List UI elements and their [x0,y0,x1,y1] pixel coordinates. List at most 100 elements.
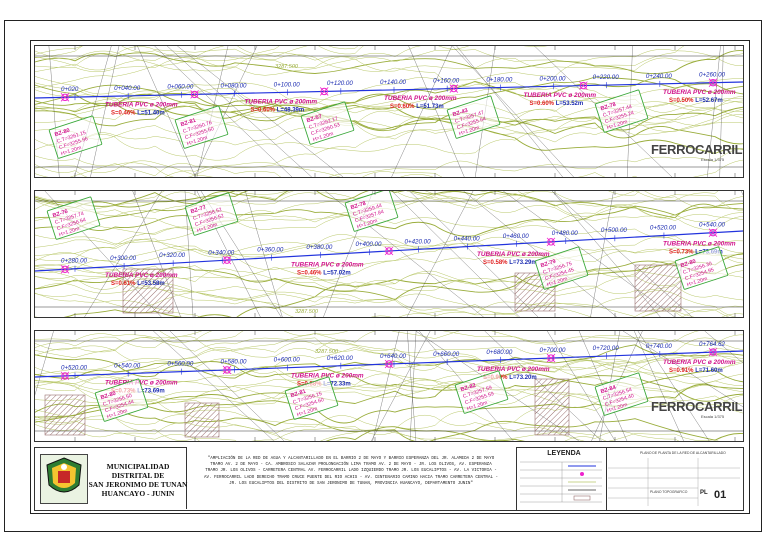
lot-line [154,46,293,177]
lot-line [90,46,120,177]
contour-line [35,191,500,209]
manhole-data-box: BZ-80C.T=3256.30C.F=3254.95H=1.20m [674,246,729,290]
contour-line [35,337,743,373]
manhole-marker [384,246,394,256]
chainage-label: 0+480.00 [552,230,579,237]
contour-line [35,344,743,379]
hatched-lot [44,394,86,436]
contour-line [35,331,699,384]
chainage-label: 0+580.00 [221,359,248,366]
plano-data-grid [608,458,740,506]
slope-length-label: S=0.58% L=73.29m [483,260,537,266]
municipality-line-1: MUNICIPALIDAD DISTRITAL DE [106,462,170,480]
manhole-data-box: BZ-78C.T=3257.44C.F=3255.24H=1.20m [594,89,649,133]
contour-line [35,191,743,217]
manhole-id: BZ-57 [306,114,323,125]
chainage-label: 0+180.00 [486,76,513,83]
contour-line [35,46,743,89]
description-line: TRAMO JR. LOS OLIVOS - CARRETERA CENTRAL… [205,469,497,474]
lot-line [704,331,743,364]
tuberia-label: TUBERIA PVC ø 200mm [477,366,550,373]
manhole-id: BZ-81 [290,389,307,400]
contour-line [35,76,743,116]
lot-line [407,331,417,441]
inner-frame [30,40,750,514]
manhole-id: BZ-80 [680,259,697,270]
lot-line [719,46,724,177]
manhole-marker [449,84,459,93]
chainage-label: 0+340.00 [208,249,235,256]
chainage-label: 0+400.00 [355,241,382,248]
manhole-marker [319,87,329,96]
contour-line [35,191,405,230]
chainage-label: 0+540.00 [114,363,141,370]
tuberia-label: TUBERIA PVC ø 200mm [291,262,364,269]
manhole-id: BZ-80 [100,391,117,402]
manhole-marker [384,359,394,369]
contour-label: 3287.500 [315,349,339,355]
lot-line [707,46,721,177]
lot-line [372,331,400,441]
chainage-label: 0+120.00 [327,80,354,87]
chainage-label: 0+280.00 [61,258,88,265]
chainage-label: 0+200.00 [540,75,567,82]
sewer-pipe-line [35,81,743,99]
chainage-label: 0+600.00 [274,357,301,364]
chainage-label: 0+320.00 [159,252,186,259]
chainage-label: 0+660.00 [433,351,460,358]
chainage-label: 0+040.00 [114,85,141,92]
project-description: "AMPLIACIÓN DE LA RED DE AGUA Y ALCANTAR… [192,456,510,487]
municipality-line-2: SAN JERONIMO DE TUNAN [88,480,188,489]
lot-line [452,46,574,177]
tuberia-label: TUBERIA PVC ø 200mm [524,92,597,99]
municipality-line-3: HUANCAYO - JUNIN [101,489,175,498]
lot-line [169,331,285,441]
chainage-label: 0+460.00 [503,233,530,240]
chainage-label: 0+520.00 [650,224,677,231]
manhole-data-box: BZ-43C.T=3257.47C.F=3255.64H=1.20m [446,95,501,139]
lot-line [177,46,344,177]
title-block-plano-cell [606,447,744,511]
chainage-label: 0+220.00 [593,74,620,81]
grid-ticks [74,331,736,441]
chainage-label: 0+240.00 [646,73,673,80]
contour-line [35,148,743,177]
slope-length-label: S=0.46% L=57.02m [297,271,351,277]
chainage-label: 0+720.00 [593,345,620,352]
manhole-marker [190,90,199,99]
chainage-label: 0+300.00 [110,255,137,262]
lot-line [74,46,112,177]
chainage-label: 0+740.00 [646,343,673,350]
contour-label: 3287.500 [295,309,319,315]
chainage-label: 0+640.00 [380,353,407,360]
chainage-label: 0+420.00 [405,238,432,245]
manhole-data-box: BZ-80C.T=3256.50C.F=3254.44H=1.20m [94,378,149,422]
contour-label: 3287.500 [275,64,299,70]
manhole-id: BZ-79 [540,259,557,270]
lot-line [463,191,617,317]
manhole-data-box: BZ-80C.T=3261.15C.F=3255.96H=1.20m [48,115,103,159]
contour-line [35,46,83,55]
slope-length-label: S=0.91% L=71.60m [669,368,723,374]
lot-line [137,46,196,177]
manhole-id: BZ-80 [54,128,71,139]
contour-line [35,380,719,441]
slope-length-label: S=0.60% L=51.73m [390,104,444,110]
tuberia-label: TUBERIA PVC ø 200mm [663,241,736,248]
chainage-label: 0+764.62 [699,341,726,348]
tuberia-label: TUBERIA PVC ø 200mm [384,95,457,102]
lot-line [634,331,684,441]
contour-line [35,82,743,143]
contour-line [35,53,743,76]
tuberia-label: TUBERIA PVC ø 200mm [663,359,736,366]
chainage-label: 0+520.00 [61,365,88,372]
manhole-marker [60,265,70,274]
manhole-data-box: BZ-79C.T=3256.75C.F=3254.45H=1.20m [534,246,589,290]
